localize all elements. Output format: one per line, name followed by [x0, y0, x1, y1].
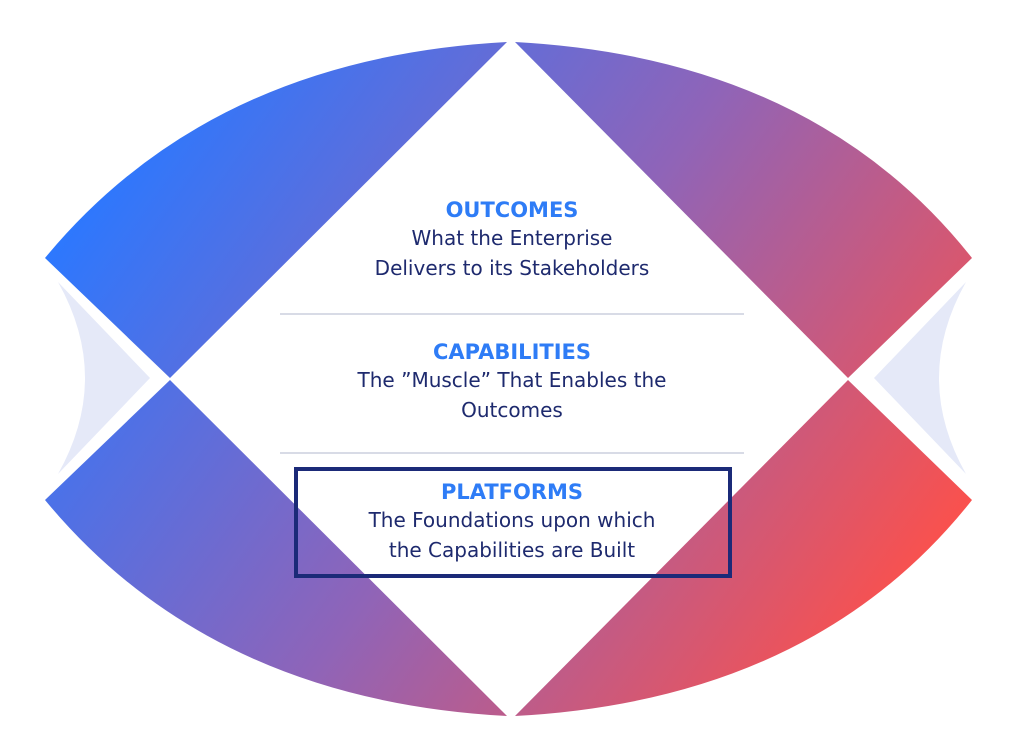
outcomes-tier: OUTCOMES What the Enterprise Delivers to…	[300, 197, 724, 283]
outcomes-description-line-1: What the Enterprise	[411, 226, 613, 250]
tier-divider	[280, 452, 744, 454]
platforms-tier: PLATFORMS The Foundations upon which the…	[300, 479, 724, 565]
capabilities-description-line-2: Outcomes	[461, 398, 563, 422]
bottom-left-lobe	[45, 380, 507, 716]
capabilities-title: CAPABILITIES	[432, 340, 591, 364]
platforms-highlight-box	[294, 467, 732, 578]
right-side-wing	[874, 282, 966, 474]
bottom-right-lobe	[515, 380, 972, 716]
capabilities-tier: CAPABILITIES The ”Muscle” That Enables t…	[300, 339, 724, 425]
tier-divider	[280, 313, 744, 315]
platforms-description-line-1: The Foundations upon which	[368, 508, 656, 532]
capabilities-description-line-1: The ”Muscle” That Enables the	[357, 368, 667, 392]
platforms-description-line-2: the Capabilities are Built	[388, 538, 636, 562]
platforms-title: PLATFORMS	[440, 480, 584, 504]
top-left-lobe	[45, 42, 507, 378]
top-right-lobe	[515, 42, 972, 378]
outcomes-title: OUTCOMES	[445, 198, 579, 222]
left-side-wing	[58, 282, 150, 474]
outcomes-description-line-2: Delivers to its Stakeholders	[374, 256, 650, 280]
